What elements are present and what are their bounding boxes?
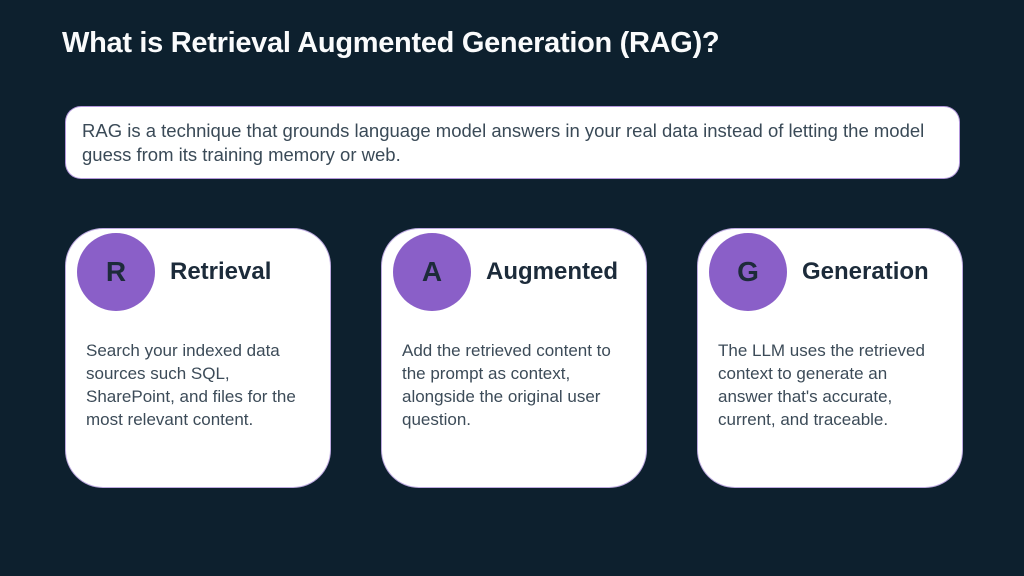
- intro-callout-box: RAG is a technique that grounds language…: [65, 106, 960, 179]
- slide-title: What is Retrieval Augmented Generation (…: [62, 27, 720, 59]
- card-title-generation: Generation: [802, 258, 929, 285]
- generation-letter-badge: G: [709, 233, 787, 311]
- augmented-letter-badge: A: [393, 233, 471, 311]
- card-body-retrieval: Search your indexed data sources such SQ…: [86, 341, 296, 429]
- card-title-retrieval: Retrieval: [170, 258, 272, 285]
- intro-text: RAG is a technique that grounds language…: [82, 119, 925, 165]
- card-title-augmented: Augmented: [486, 258, 618, 285]
- card-body-augmented: Add the retrieved content to the prompt …: [402, 341, 611, 429]
- card-body-generation: The LLM uses the retrieved context to ge…: [718, 341, 925, 429]
- card-retrieval: R Retrieval Search your indexed data sou…: [65, 228, 331, 488]
- retrieval-letter-badge: R: [77, 233, 155, 311]
- rag-cards-row: R Retrieval Search your indexed data sou…: [65, 228, 963, 488]
- card-generation: G Generation The LLM uses the retrieved …: [697, 228, 963, 488]
- card-augmented: A Augmented Add the retrieved content to…: [381, 228, 647, 488]
